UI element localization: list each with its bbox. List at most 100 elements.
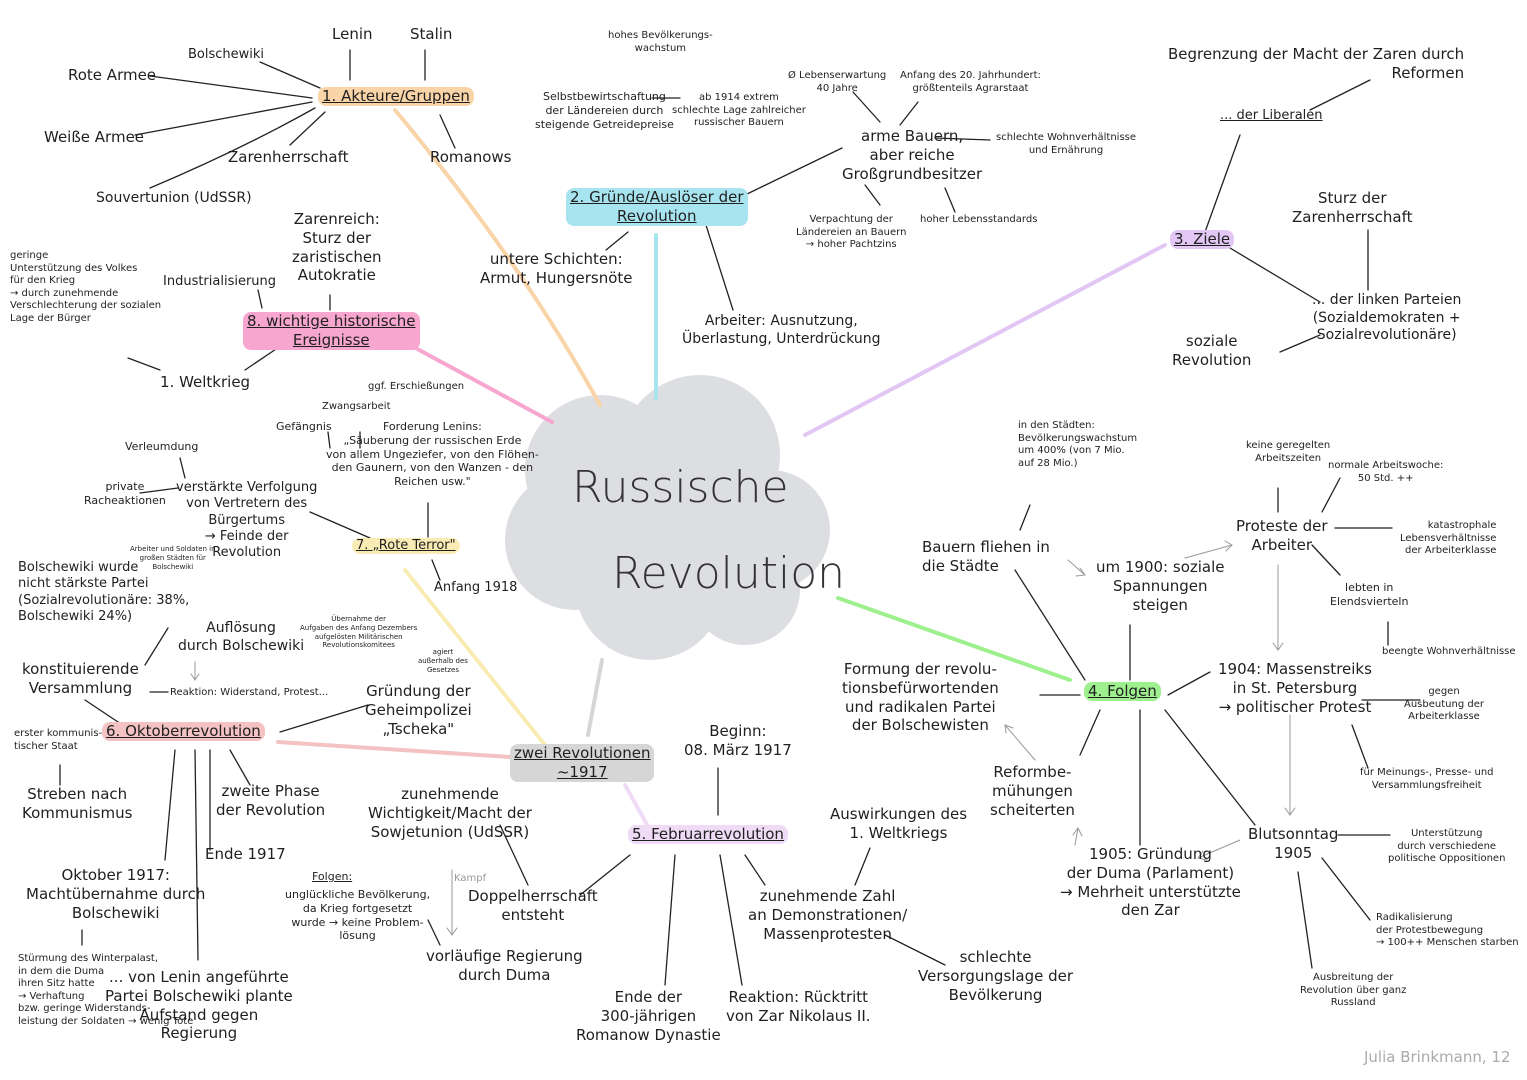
effects-unterstuetzung: Unterstützung durch verschiedene politis… [1388, 828, 1506, 864]
actors-rote-armee: Rote Armee [68, 66, 157, 84]
effects-staedte: in den Städten: Bevölkerungswachstum um … [1018, 420, 1138, 469]
effects-blutsonntag: Blutsonntag 1905 [1248, 825, 1339, 862]
reasons-heading: 2. Gründe/Auslöser der Revolution [566, 188, 748, 226]
terror-zwangsarbeit: Zwangsarbeit [322, 401, 391, 412]
actors-weisse-armee: Weiße Armee [44, 128, 145, 146]
oktober-heading: 6. Oktoberrevolution [102, 722, 265, 741]
center-title-line1: Russische [572, 462, 789, 513]
actors-lenin: Lenin [332, 25, 373, 43]
effects-keine-arbeitszeiten: keine geregelten Arbeitszeiten [1246, 440, 1331, 464]
two-revolutions-heading: zwei Revolutionen ~1917 [510, 744, 655, 782]
feb-auswirkungen: Auswirkungen des 1. Weltkriegs [830, 805, 968, 842]
goals-heading: 3. Ziele [1170, 230, 1235, 249]
feb-kampf: Kampf [454, 873, 487, 884]
events-weltkrieg: 1. Weltkrieg [160, 373, 251, 391]
actors-stalin: Stalin [410, 25, 453, 43]
goals-liberale: ... der Liberalen [1220, 108, 1323, 123]
oktober-konstituierende: konstituierende Versammlung [22, 660, 139, 697]
terror-private-rache: private Racheaktionen [84, 480, 166, 507]
effects-ausbreitung: Ausbreitung der Revolution über ganz Rus… [1300, 972, 1407, 1008]
effects-katastrophal: katastrophale Lebensverhältnisse der Arb… [1400, 520, 1497, 556]
reasons-verpachtung: Verpachtung der Ländereien an Bauern → h… [796, 214, 907, 250]
branch-actors [393, 108, 602, 407]
oktober-zweite-phase: zweite Phase der Revolution [216, 782, 326, 819]
reasons-ab1914: ab 1914 extrem schlechte Lage zahlreiche… [672, 92, 806, 128]
oktober-machtuebernahme: Oktober 1917: Machtübernahme durch Bolsc… [26, 866, 206, 922]
effects-reformbemuehungen: Reformbe- mühungen scheiterten [990, 763, 1075, 819]
effects-proteste: Proteste der Arbeiter [1236, 517, 1328, 554]
feb-ruecktritt: Reaktion: Rücktritt von Zar Nikolaus II. [726, 988, 871, 1025]
actors-zarenherrschaft: Zarenherrschaft [228, 148, 349, 166]
oktober-reaktion: Reaktion: Widerstand, Protest... [170, 687, 329, 698]
center-cloud [505, 375, 830, 660]
oktober-tscheka: Gründung der Geheimpolizei „Tscheka" [365, 682, 472, 738]
terror-verfolgung: verstärkte Verfolgung von Vertretern des… [176, 480, 318, 560]
terror-gefaengnis: Gefängnis [276, 420, 332, 433]
reasons-lebenserwartung: Ø Lebenserwartung 40 Jahre [788, 70, 887, 94]
signature: Julia Brinkmann, 12 [1364, 1048, 1511, 1066]
goals-begrenzung: Begrenzung der Macht der Zaren durch Ref… [1168, 45, 1465, 82]
oktober-winterpalast: Stürmung des Winterpalast, in dem die Du… [18, 953, 194, 1027]
goals-linke-parteien: ... der linken Parteien (Sozialdemokrate… [1312, 292, 1462, 343]
effects-massenstreiks: 1904: Massenstreiks in St. Petersburg → … [1218, 660, 1372, 716]
reasons-arbeiter: Arbeiter: Ausnutzung, Überlastung, Unter… [682, 313, 881, 347]
actors-sowjetunion: Souvertunion (UdSSR) [96, 190, 252, 206]
goals-sturz: Sturz der Zarenherrschaft [1292, 189, 1413, 226]
events-zarenreich: Zarenreich: Sturz der zaristischen Autok… [292, 210, 382, 285]
branch-events [408, 343, 554, 424]
oktober-erster-staat: erster kommunis- tischer Staat [14, 728, 103, 752]
actors-romanows: Romanows [430, 148, 512, 166]
events-industrialisierung: Industrialisierung [163, 274, 277, 289]
terror-verleumdung: Verleumdung [125, 440, 199, 453]
actors-bolschewiki: Bolschewiki [188, 47, 265, 62]
feb-ende-dynastie: Ende der 300-jährigen Romanow Dynastie [576, 988, 721, 1044]
oktober-ende-1917: Ende 1917 [205, 845, 286, 863]
reasons-lebensstandard: hoher Lebensstandards [920, 214, 1038, 225]
effects-elendsviertel: lebten in Elendsvierteln [1330, 581, 1409, 608]
feb-folgen-label: Folgen: [312, 870, 353, 883]
effects-meinungsfreiheit: für Meinungs-, Presse- und Versammlungsf… [1360, 767, 1494, 791]
reasons-wohnverhaeltnisse: schlechte Wohnverhältnisse und Ernährung [996, 132, 1137, 156]
branch-feb [623, 783, 652, 832]
reasons-agrarstaat: Anfang des 20. Jahrhundert: größtenteils… [900, 70, 1041, 94]
center-title-line2: Revolution [612, 548, 846, 599]
terror-erschiessungen: ggf. Erschießungen [368, 381, 465, 392]
branch-goals [803, 243, 1167, 437]
effects-gegen-ausbeutung: gegen Ausbeutung der Arbeiterklasse [1404, 686, 1484, 722]
oktober-aufloesung: Auflösung durch Bolschewiki [178, 620, 305, 654]
effects-spannungen: um 1900: soziale Spannungen steigen [1096, 558, 1225, 614]
reasons-bauern: arme Bauern, aber reiche Großgrundbesitz… [842, 127, 983, 183]
events-heading: 8. wichtige historische Ereignisse [243, 312, 420, 350]
feb-demonstrationen: zunehmende Zahl an Demonstrationen/ Mass… [748, 887, 908, 943]
feb-heading: 5. Februarrevolution [628, 825, 788, 844]
effects-duma: 1905: Gründung der Duma (Parlament) → Me… [1060, 845, 1241, 920]
branch-two [586, 658, 604, 737]
events-geringe-unterstuetzung: geringe Unterstützung des Volkes für den… [10, 250, 162, 324]
branch-oktober [276, 740, 512, 759]
effects-beengt: beengte Wohnverhältnisse [1382, 646, 1516, 657]
feb-doppelherrschaft: Doppelherrschaft entsteht [468, 887, 598, 924]
oktober-arbeiter-soldaten: Arbeiter und Soldaten in großen Städten … [130, 545, 216, 571]
feb-beginn: Beginn: 08. März 1917 [684, 722, 792, 759]
terror-forderung-lenins: Forderung Lenins: „Säuberung der russisc… [326, 420, 539, 488]
reasons-wachstum: hohes Bevölkerungs- wachstum [608, 30, 713, 54]
goals-soziale-revolution: soziale Revolution [1172, 332, 1252, 369]
oktober-agiert: agiert außerhalb des Gesetzes [418, 648, 468, 674]
oktober-bolschewiki-partei: Bolschewiki wurde nicht stärkste Partei … [18, 560, 190, 624]
effects-heading: 4. Folgen [1084, 682, 1161, 701]
feb-versorgung: schlechte Versorgungslage der Bevölkerun… [918, 948, 1074, 1004]
terror-anfang: Anfang 1918 [434, 580, 518, 595]
reasons-selbst: Selbstbewirtschaftung der Ländereien dur… [535, 90, 674, 131]
oktober-streben: Streben nach Kommunismus [22, 785, 133, 822]
effects-formung: Formung der revolu- tionsbefürwortenden … [842, 660, 999, 735]
reasons-untere-schichten: untere Schichten: Armut, Hungersnöte [480, 250, 633, 287]
actors-heading: 1. Akteure/Gruppen [318, 87, 474, 106]
feb-folgen: unglückliche Bevölkerung, da Krieg fortg… [285, 888, 431, 943]
effects-arbeitswoche: normale Arbeitswoche: 50 Std. ++ [1328, 460, 1444, 484]
effects-radikalisierung: Radikalisierung der Protestbewegung → 10… [1376, 912, 1519, 948]
branch-terror [403, 568, 547, 747]
branch-effects [836, 596, 1072, 682]
feb-sowjetunion-macht: zunehmende Wichtigkeit/Macht der Sowjetu… [368, 785, 532, 841]
oktober-uebernahme: Übernahme der Aufgaben des Anfang Dezemb… [300, 615, 418, 650]
